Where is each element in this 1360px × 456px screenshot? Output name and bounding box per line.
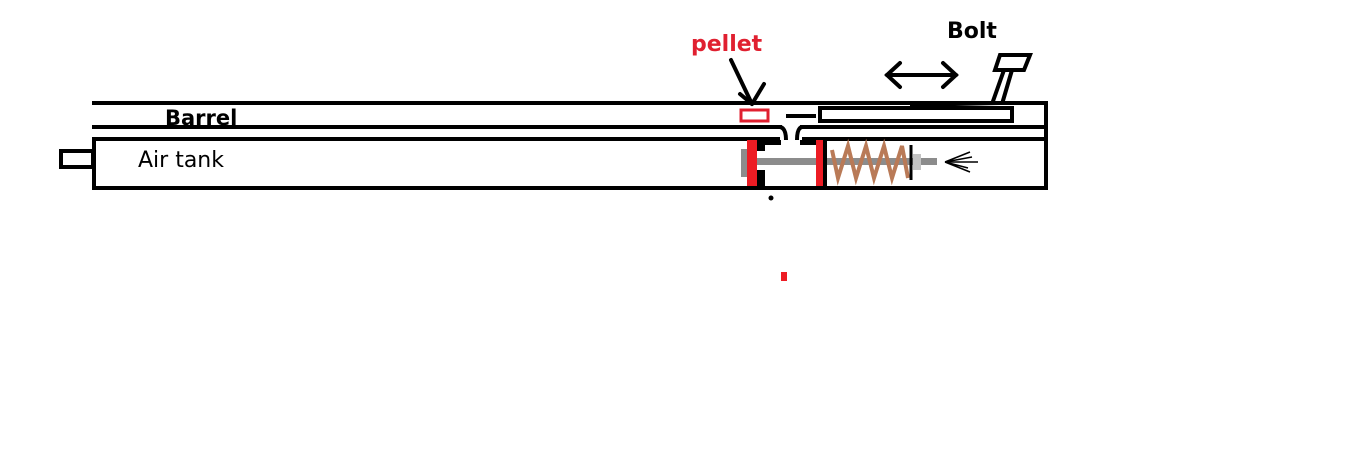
air-tank: [92, 125, 1048, 190]
rod-stop: [913, 154, 921, 170]
red-marker: [781, 272, 787, 281]
push-arrow-icon: [944, 151, 978, 173]
bolt-label: Bolt: [947, 19, 997, 44]
pellet-shape: [739, 108, 770, 123]
spring: [830, 138, 910, 186]
bolt-move-double-arrow: [884, 61, 959, 89]
barrel-label: Barrel: [165, 106, 238, 127]
tank-nozzle: [59, 149, 95, 169]
valve: [741, 140, 827, 186]
pellet-pointer-arrow: [729, 58, 766, 106]
barrel: [92, 101, 1048, 190]
pellet-label: pellet: [691, 32, 763, 57]
hammer-rod: [827, 158, 937, 165]
dot-marker: [768, 195, 774, 201]
air-tank-label: Air tank: [138, 148, 224, 173]
bolt: [786, 53, 1033, 123]
